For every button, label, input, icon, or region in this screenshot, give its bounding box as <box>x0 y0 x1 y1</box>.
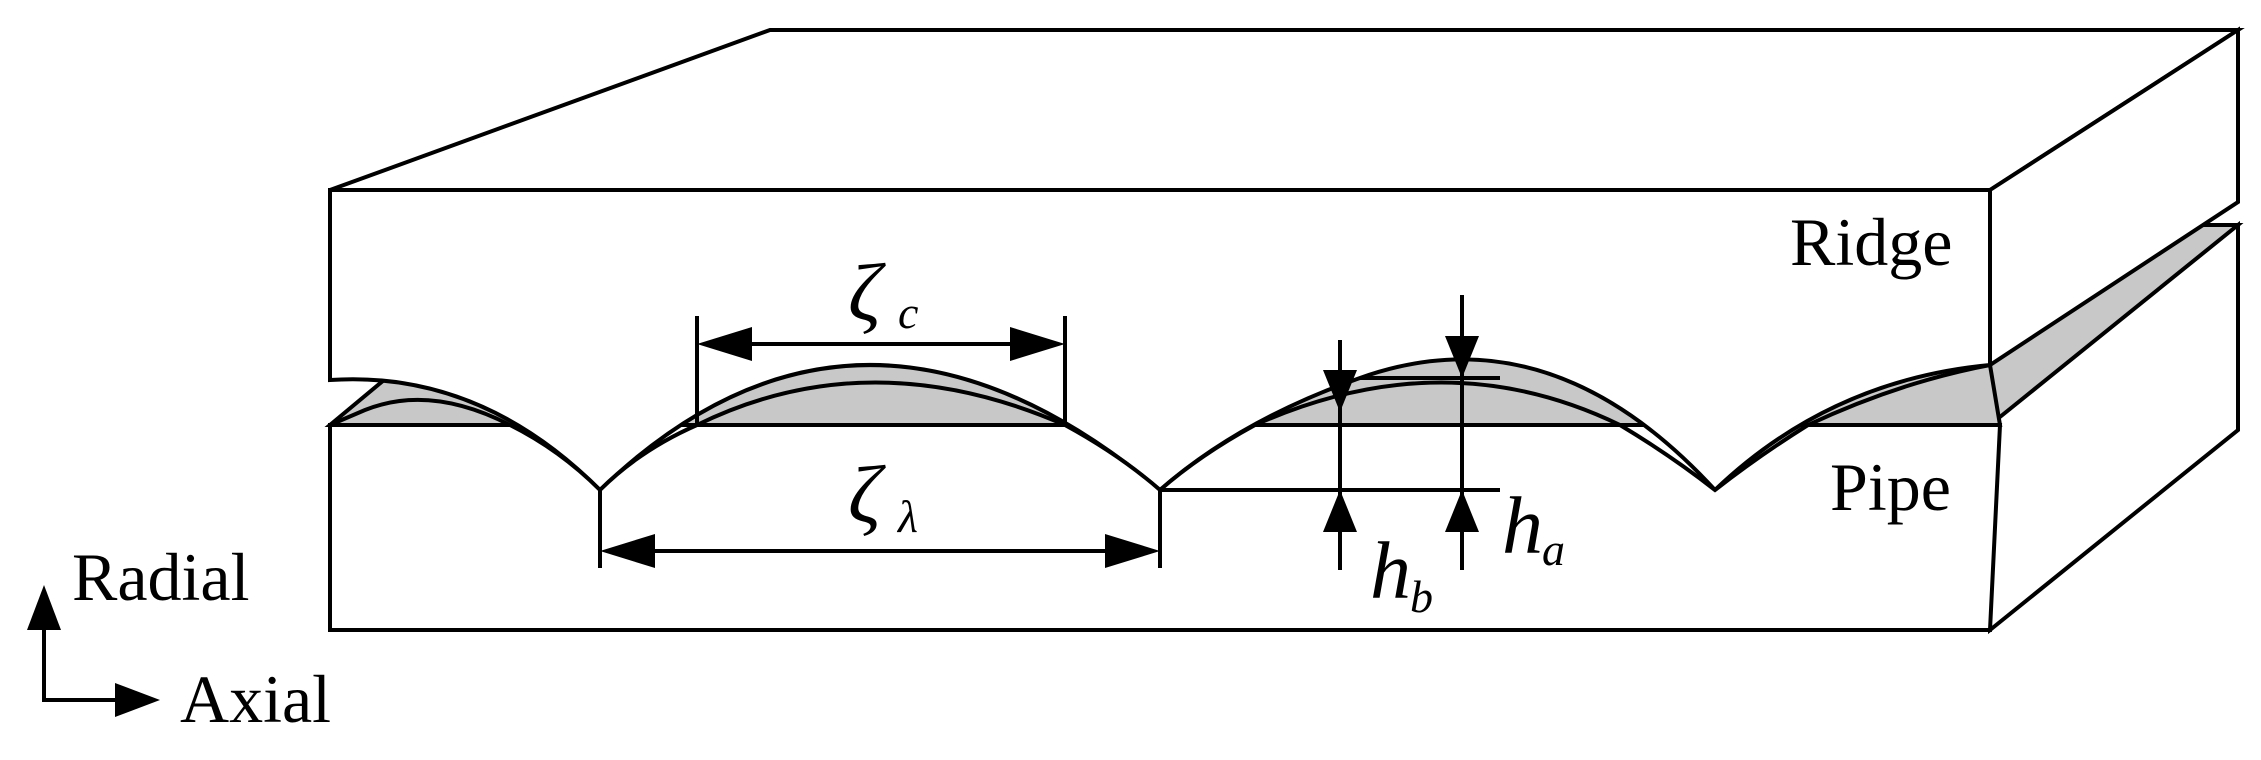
zeta-lambda-subscript: λ <box>896 491 918 542</box>
h-a-arrow-up <box>1445 490 1479 532</box>
contact-cap-2 <box>696 380 1066 427</box>
axial-axis-arrow <box>115 683 160 717</box>
ridge-front-face <box>328 188 1992 493</box>
contact-cap-1 <box>329 397 511 427</box>
h-a-subscript: a <box>1542 524 1565 575</box>
ridge-top-face <box>329 28 2245 192</box>
zeta-lambda-arrow-right <box>1105 534 1160 568</box>
contact-cap-3 <box>1254 380 1621 427</box>
zeta-c-arrow-right <box>1010 327 1065 361</box>
h-a-arrow-down <box>1445 336 1479 378</box>
axial-label: Axial <box>180 661 331 737</box>
zeta-c-subscript: c <box>898 287 918 338</box>
zeta-lambda-arrow-left <box>600 534 655 568</box>
zeta-c-symbol: ζ <box>848 247 886 338</box>
pipe-label: Pipe <box>1830 449 1951 525</box>
radial-label: Radial <box>72 539 250 615</box>
h-b-symbol: h <box>1370 525 1411 616</box>
h-b-arrow-up <box>1323 490 1357 532</box>
h-b-arrow-down <box>1323 370 1357 412</box>
h-a-symbol: h <box>1502 480 1543 571</box>
h-b-subscript: b <box>1410 571 1433 622</box>
zeta-lambda-symbol: ζ <box>848 449 886 540</box>
pipe-front-face <box>328 423 2003 632</box>
ridge-label: Ridge <box>1790 204 1952 280</box>
zeta-c-arrow-left <box>697 327 752 361</box>
radial-axis-arrow <box>27 585 61 630</box>
